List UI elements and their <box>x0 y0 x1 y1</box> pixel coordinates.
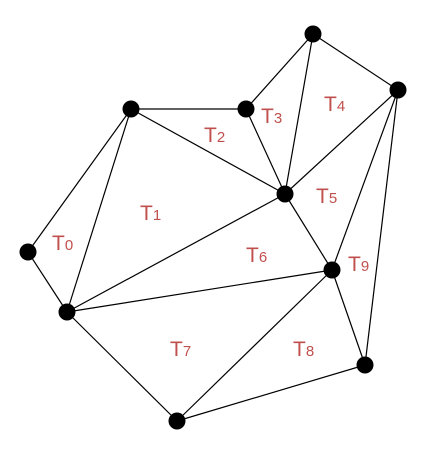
edge-d-e <box>245 33 314 110</box>
vertex-i <box>356 356 374 374</box>
triangle-label-t5: T5 <box>316 185 337 208</box>
vertex-f <box>389 81 407 99</box>
triangle-label-t0: T0 <box>52 232 73 255</box>
triangle-label-t8: T8 <box>293 338 314 361</box>
edge-e-g <box>284 33 314 195</box>
labels-group: T0 T1 T2 T3 T4 T5 T6 T7 T8 T9 <box>52 93 369 361</box>
vertex-b <box>58 303 76 321</box>
edge-f-g <box>284 89 399 195</box>
edge-f-h <box>331 89 399 271</box>
edge-b-h <box>66 269 333 313</box>
vertex-a <box>19 243 37 261</box>
edge-b-g <box>66 193 286 313</box>
edge-e-f <box>312 33 399 91</box>
vertex-e <box>304 25 322 43</box>
edge-j-h <box>176 269 333 422</box>
edge-h-i <box>331 269 366 366</box>
edge-c-g <box>130 108 286 195</box>
triangle-label-t6: T6 <box>246 244 267 267</box>
edge-f-i <box>364 89 399 366</box>
triangle-label-t2: T2 <box>204 124 225 147</box>
triangle-label-t4: T4 <box>324 93 345 116</box>
edge-b-j <box>66 311 178 422</box>
edge-b-c <box>66 108 132 313</box>
triangle-label-t7: T7 <box>170 338 191 361</box>
edge-j-i <box>176 364 366 422</box>
triangle-label-t9: T9 <box>348 253 369 276</box>
triangle-label-t1: T1 <box>140 202 161 225</box>
edge-g-h <box>284 193 333 271</box>
vertex-d <box>237 100 255 118</box>
edge-d-g <box>245 108 286 195</box>
edge-a-c <box>27 108 132 253</box>
vertices-group <box>19 25 407 430</box>
vertex-h <box>323 261 341 279</box>
edges-group <box>27 33 399 422</box>
vertex-j <box>168 412 186 430</box>
triangle-label-t3: T3 <box>261 105 282 128</box>
edge-a-b <box>27 251 68 313</box>
vertex-c <box>122 100 140 118</box>
vertex-g <box>276 185 294 203</box>
